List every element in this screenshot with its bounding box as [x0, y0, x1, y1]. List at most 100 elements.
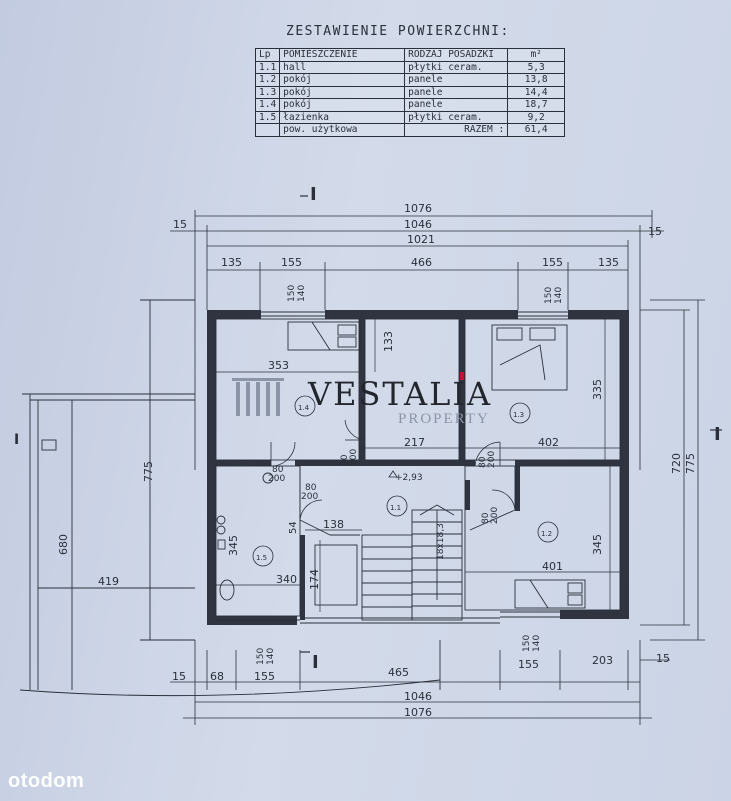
table-row: 1.3 pokój panele 14,4 [254, 85, 566, 99]
opening-150-bottom-left: 150 [256, 648, 266, 665]
dim-775-right: 775 [684, 453, 697, 474]
dim-15-bottom-right: 15 [656, 652, 670, 665]
terrace-outline [19, 299, 441, 697]
dim-775-left: 775 [142, 461, 155, 482]
dim-1046-top: 1046 [404, 218, 432, 231]
table-row: 1.4 pokój panele 18,7 [254, 98, 566, 112]
bed-room-1-4 [287, 321, 361, 351]
dim-353: 353 [268, 359, 289, 372]
table-cell: 1.3 [254, 85, 281, 99]
section-mark-left: I [14, 432, 19, 448]
table-header-row: Lp POMIESZCZENIE RODZAJ POSADZKI m² [254, 48, 566, 62]
dim-135-top-right: 135 [598, 256, 619, 269]
room-label-1-3: 1.3 [513, 411, 524, 419]
room-label-1-1: 1.1 [390, 504, 401, 512]
door-80-b: 80 [478, 456, 488, 468]
level-mark: +2,93 [395, 473, 423, 483]
dim-335: 335 [591, 379, 604, 400]
section-mark-bottom: I [312, 652, 319, 673]
stairs-label: 18x18,3 [436, 523, 446, 560]
room-label-1-4: 1.4 [298, 404, 310, 412]
dim-15-top-right: 15 [648, 225, 662, 238]
door-80-d: 80 [481, 512, 491, 524]
room-label-1-2: 1.2 [541, 530, 552, 538]
opening-labels: 150 140 150 140 150 140 150 140 80 200 8… [256, 285, 564, 665]
dim-680: 680 [57, 534, 70, 555]
logo-subtitle: PROPERTY [398, 411, 490, 427]
door-swings [270, 419, 516, 521]
area-table-title: ZESTAWIENIE POWIERZCHNI: [286, 24, 510, 39]
dim-68: 68 [210, 670, 224, 683]
door-200-a: 200 [349, 449, 359, 466]
dim-155-top-left: 155 [281, 256, 302, 269]
dim-1046-bottom: 1046 [404, 690, 432, 703]
dim-419: 419 [98, 575, 119, 588]
table-row: pow. użytkowa RAZEM : 61,4 [254, 123, 566, 137]
bed-room-1-3 [491, 324, 568, 391]
interior-dimension-lines [216, 319, 620, 612]
bottom-dimension-lines [170, 640, 670, 725]
door-80-e: 80 [272, 465, 284, 475]
door-200-e: 200 [268, 474, 285, 484]
opening-150-top-right: 150 [544, 287, 554, 304]
table-cell: pow. użytkowa [279, 123, 406, 137]
area-table: Lp POMIESZCZENIE RODZAJ POSADZKI m² 1.1 … [254, 48, 566, 137]
section-mark-right: I [714, 424, 721, 445]
opening-140-bottom-right: 140 [532, 635, 542, 652]
dim-466-top: 466 [411, 256, 432, 269]
dim-345-left: 345 [227, 535, 240, 556]
opening-140-top-left: 140 [297, 285, 307, 302]
vestalia-logo: VESTALIA PROPERTY [230, 375, 500, 435]
door-80-a: 80 [340, 454, 350, 466]
right-dimension-lines [640, 299, 705, 641]
dim-155-top-right: 155 [542, 256, 563, 269]
room-markers [252, 395, 559, 567]
interior-walls [216, 319, 620, 620]
table-cell: RAZEM : [404, 123, 509, 137]
door-200-b: 200 [487, 451, 497, 468]
dim-54: 54 [288, 521, 299, 534]
door-200-c: 200 [301, 492, 318, 502]
dim-135-top-left: 135 [221, 256, 242, 269]
door-80-c: 80 [305, 483, 317, 493]
table-row: 1.5 łazienka płytki ceram. 9,2 [254, 110, 566, 124]
dim-345-right: 345 [591, 534, 604, 555]
bed-room-1-2 [514, 579, 586, 609]
dim-1021-top: 1021 [407, 233, 435, 246]
otodom-watermark: otodom [8, 770, 85, 792]
section-mark-top: I [310, 184, 317, 205]
vestalia-logo-icon [232, 372, 464, 416]
window-openings [216, 311, 568, 624]
dim-465: 465 [388, 666, 409, 679]
bathroom-fixtures [216, 472, 358, 606]
dim-1076-bottom: 1076 [404, 706, 432, 719]
opening-140-top-right: 140 [554, 287, 564, 304]
dim-174: 174 [308, 569, 321, 590]
dim-15-top-left: 15 [173, 218, 187, 231]
interior-partition-lines [215, 318, 621, 617]
dim-401: 401 [542, 560, 563, 573]
opening-150-bottom-right: 150 [522, 635, 532, 652]
dim-402: 402 [538, 436, 559, 449]
exterior-walls [207, 310, 629, 625]
opening-140-bottom-left: 140 [266, 648, 276, 665]
room-label-1-5: 1.5 [256, 554, 267, 562]
dim-203: 203 [592, 654, 613, 667]
dim-15-bottom-left: 15 [172, 670, 186, 683]
dim-720: 720 [670, 453, 683, 474]
dim-217: 217 [404, 436, 425, 449]
dim-138: 138 [323, 518, 344, 531]
dim-155-bottom-right: 155 [518, 658, 539, 671]
table-cell [254, 123, 281, 137]
dim-1076-top: 1076 [404, 202, 432, 215]
door-200-d: 200 [490, 507, 500, 524]
dim-340: 340 [276, 573, 297, 586]
dim-133: 133 [382, 331, 395, 352]
staircase [361, 504, 463, 621]
table-cell: 61,4 [507, 123, 566, 137]
dim-155-bottom-left: 155 [254, 670, 275, 683]
opening-150-top-left: 150 [287, 285, 297, 302]
top-dimension-lines [170, 210, 664, 470]
